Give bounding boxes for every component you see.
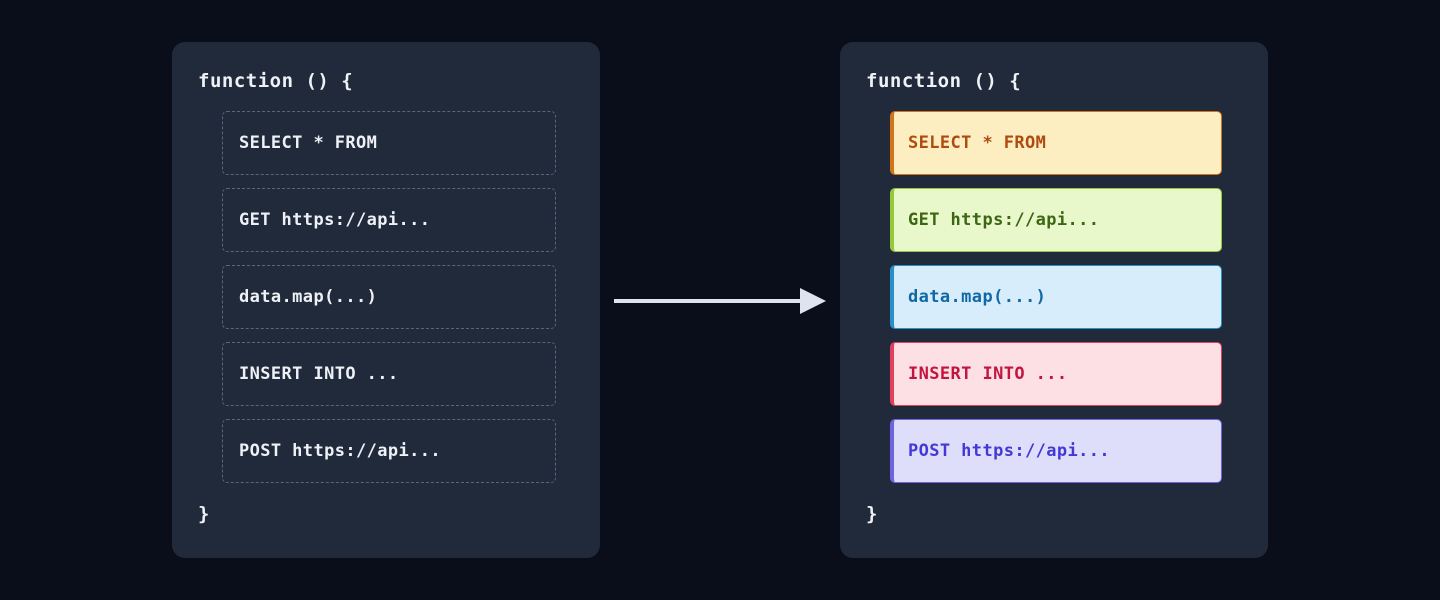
code-row-highlighted-http-post[interactable]: POST https://api... [890,419,1222,483]
code-row-plain[interactable]: GET https://api... [222,188,556,252]
code-row-plain[interactable]: data.map(...) [222,265,556,329]
function-close-brace-right: } [866,503,878,525]
code-row-text: SELECT * FROM [908,133,1047,153]
function-open-brace-right: function () { [866,70,1022,92]
code-row-text: SELECT * FROM [239,133,378,153]
code-row-text: GET https://api... [239,210,431,230]
function-close-brace-left: } [198,503,210,525]
code-row-plain[interactable]: SELECT * FROM [222,111,556,175]
code-row-text: INSERT INTO ... [908,364,1068,384]
unhighlighted-code-panel: function () { SELECT * FROM GET https://… [172,42,600,558]
code-row-plain[interactable]: INSERT INTO ... [222,342,556,406]
code-row-highlighted-http-get[interactable]: GET https://api... [890,188,1222,252]
code-row-highlighted-sql-insert[interactable]: INSERT INTO ... [890,342,1222,406]
code-row-highlighted-sql-select[interactable]: SELECT * FROM [890,111,1222,175]
code-row-plain[interactable]: POST https://api... [222,419,556,483]
code-row-highlighted-js-map[interactable]: data.map(...) [890,265,1222,329]
code-row-list-left: SELECT * FROM GET https://api... data.ma… [222,111,574,483]
code-row-list-right: SELECT * FROM GET https://api... data.ma… [890,111,1242,483]
code-row-text: data.map(...) [908,287,1047,307]
code-row-text: POST https://api... [239,441,442,461]
code-row-text: INSERT INTO ... [239,364,399,384]
code-row-text: POST https://api... [908,441,1111,461]
highlighted-code-panel: function () { SELECT * FROM GET https://… [840,42,1268,558]
code-row-text: data.map(...) [239,287,378,307]
function-open-brace-left: function () { [198,70,354,92]
arrow-right-icon [612,286,828,316]
code-row-text: GET https://api... [908,210,1100,230]
